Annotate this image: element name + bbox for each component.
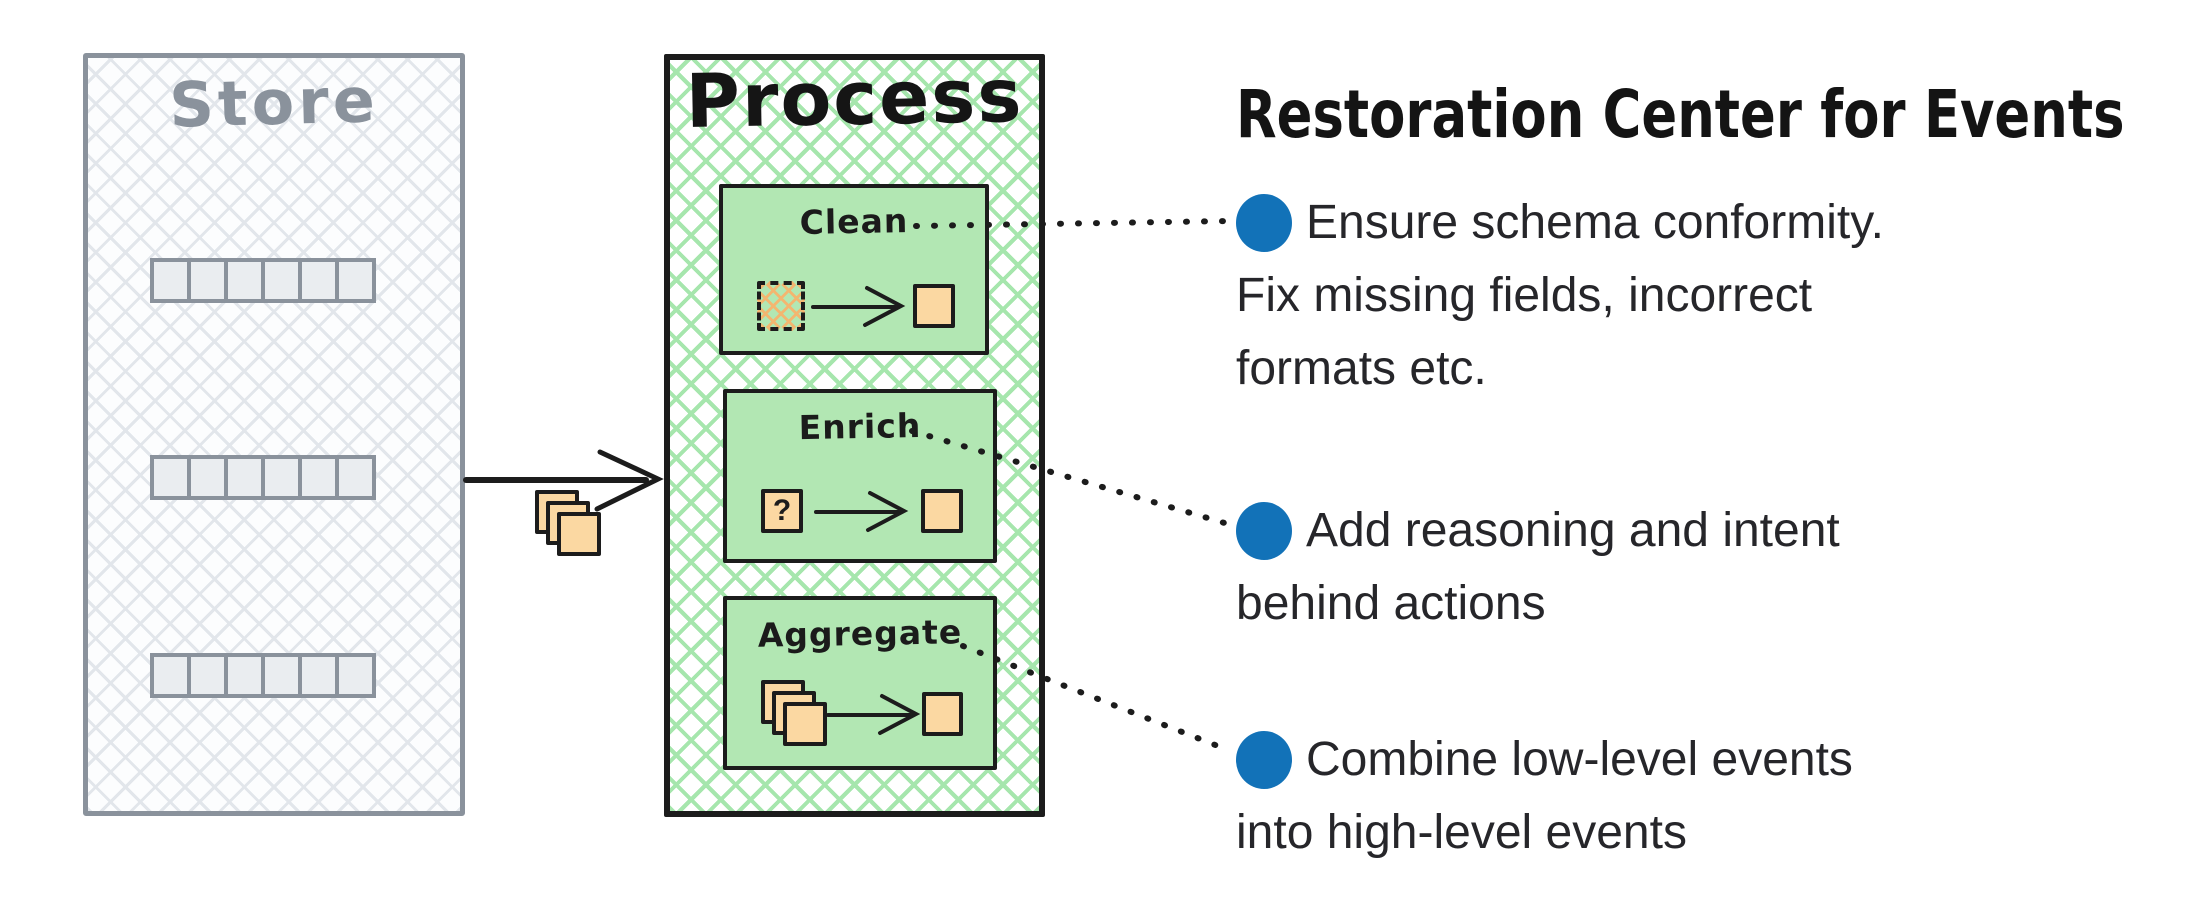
- store-cell: [335, 455, 376, 500]
- event-card: [783, 702, 827, 746]
- right-arrow-icon: [826, 694, 921, 735]
- step-clean-box: Clean: [719, 184, 989, 355]
- store-cell: [224, 653, 265, 698]
- annotation-line: behind actions: [1236, 577, 1546, 630]
- store-cell: [150, 258, 191, 303]
- store-shelf-row: [150, 258, 376, 303]
- right-arrow-icon: [811, 286, 906, 327]
- store-shelf-row: [150, 455, 376, 500]
- bullet-circle-icon: [1236, 502, 1292, 560]
- store-cell: [150, 455, 191, 500]
- step-aggregate-box: Aggregate: [723, 596, 997, 770]
- store-cell: [298, 258, 339, 303]
- store-cell: [150, 653, 191, 698]
- store-shelf-row: [150, 653, 376, 698]
- process-box: Process Clean Enrich ?: [664, 53, 1045, 817]
- store-cell: [261, 258, 302, 303]
- bullet-circle-icon: [1236, 731, 1292, 789]
- events-stack-icon: [535, 490, 603, 558]
- annotation-line: Ensure schema conformity.: [1306, 196, 1884, 249]
- step-enrich-label: Enrich: [798, 405, 922, 448]
- store-cell: [335, 258, 376, 303]
- event-card: [557, 512, 601, 556]
- store-cell: [261, 653, 302, 698]
- store-box: Store: [83, 53, 465, 816]
- annotation-clean: Ensure schema conformity. Fix missing fi…: [1236, 186, 2076, 405]
- store-cell: [335, 653, 376, 698]
- step-aggregate-label: Aggregate: [757, 612, 963, 655]
- event-stack-icon: [761, 680, 827, 748]
- store-title: Store: [168, 63, 380, 142]
- annotation-line: Fix missing fields, incorrect: [1236, 269, 1813, 322]
- store-cell: [187, 258, 228, 303]
- store-cell: [298, 653, 339, 698]
- annotation-line: into high-level events: [1236, 806, 1687, 859]
- unknown-event-square-icon: ?: [761, 489, 803, 533]
- bullet-circle-icon: [1236, 194, 1292, 252]
- event-square-icon: [922, 692, 963, 736]
- annotation-line: Combine low-level events: [1306, 733, 1853, 786]
- annotation-line: Add reasoning and intent: [1306, 504, 1840, 557]
- event-square-icon: [921, 489, 963, 533]
- step-aggregate-content: [761, 674, 963, 754]
- panel-title: Restoration Center for Events: [1236, 76, 2125, 153]
- step-enrich-content: ?: [761, 473, 963, 549]
- annotation-enrich: Add reasoning and intent behind actions: [1236, 494, 2076, 640]
- step-clean-label: Clean: [799, 201, 909, 242]
- event-square-icon: [913, 284, 955, 328]
- store-cell: [298, 455, 339, 500]
- store-cell: [224, 258, 265, 303]
- right-arrow-icon: [814, 491, 909, 532]
- store-cell: [187, 653, 228, 698]
- store-cell: [224, 455, 265, 500]
- annotation-line: formats etc.: [1236, 342, 1487, 395]
- annotation-aggregate: Combine low-level events into high-level…: [1236, 723, 2076, 869]
- store-cell: [187, 455, 228, 500]
- store-cell: [261, 455, 302, 500]
- process-title: Process: [684, 53, 1025, 145]
- step-enrich-box: Enrich ?: [723, 389, 997, 563]
- damaged-event-square-icon: [757, 281, 805, 331]
- step-clean-content: [757, 268, 955, 344]
